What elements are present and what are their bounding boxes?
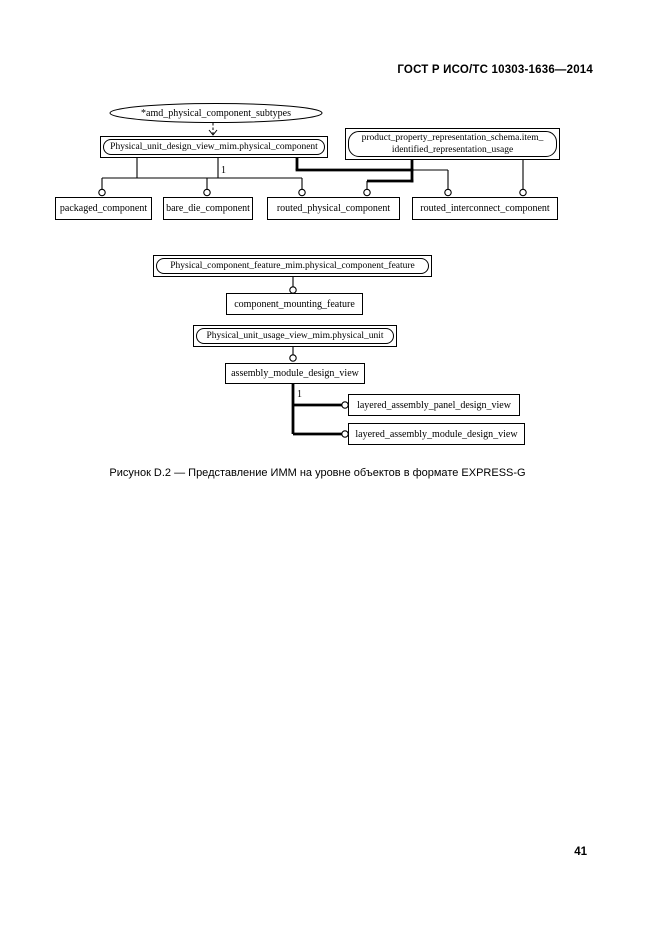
entity-label: assembly_module_design_view <box>231 368 359 379</box>
figure-caption: Рисунок D.2 — Представление ИММ на уровн… <box>109 467 526 479</box>
cardinality-one-top: 1 <box>221 165 226 176</box>
entity-box-routed-physical-component: routed_physical_component <box>267 197 400 220</box>
entity-box-physical-unit-design-view: Physical_unit_design_view_mim.physical_c… <box>100 136 328 158</box>
entity-box-component-mounting-feature: component_mounting_feature <box>226 293 363 315</box>
entity-box-product-property-representation: product_property_representation_schema.i… <box>345 128 560 160</box>
entity-box-bare-die-component: bare_die_component <box>163 197 253 220</box>
entity-box-assembly-module-design-view: assembly_module_design_view <box>225 363 365 384</box>
subtype-constraint-label: *amd_physical_component_subtypes <box>141 107 291 119</box>
page-number: 41 <box>574 846 587 858</box>
standard-code-header: ГОСТ Р ИСО/ТС 10303-1636—2014 <box>397 64 593 76</box>
entity-label: Physical_unit_design_view_mim.physical_c… <box>110 142 318 152</box>
entity-label: Physical_unit_usage_view_mim.physical_un… <box>206 331 384 341</box>
entity-box-physical-component-feature: Physical_component_feature_mim.physical_… <box>153 255 432 277</box>
entity-box-physical-unit-usage-view: Physical_unit_usage_view_mim.physical_un… <box>193 325 397 347</box>
entity-label: routed_interconnect_component <box>420 203 550 214</box>
entity-label-line1: product_property_representation_schema.i… <box>361 133 544 143</box>
dashed-arrow <box>208 123 218 136</box>
entity-box-layered-assembly-module-design-view: layered_assembly_module_design_view <box>348 423 525 445</box>
entity-label: layered_assembly_panel_design_view <box>357 399 511 411</box>
entity-box-routed-interconnect-component: routed_interconnect_component <box>412 197 558 220</box>
entity-label-line2: identified_representation_usage <box>391 145 514 155</box>
entity-box-packaged-component: packaged_component <box>55 197 152 220</box>
entity-label: component_mounting_feature <box>234 298 355 310</box>
entity-label: routed_physical_component <box>276 203 391 214</box>
entity-label: layered_assembly_module_design_view <box>355 428 518 440</box>
entity-label: Physical_component_feature_mim.physical_… <box>170 261 415 271</box>
entity-label: bare_die_component <box>166 203 250 214</box>
cardinality-one-bottom: 1 <box>297 389 302 400</box>
entity-label: packaged_component <box>59 203 148 214</box>
entity-box-layered-assembly-panel-design-view: layered_assembly_panel_design_view <box>348 394 520 416</box>
